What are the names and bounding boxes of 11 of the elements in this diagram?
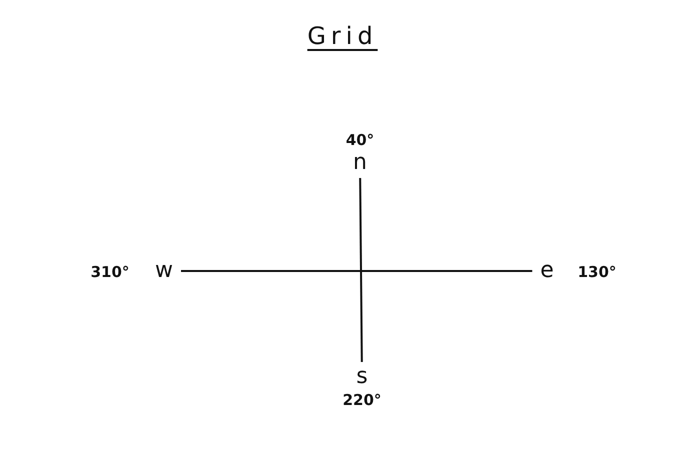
bearing-label: 220° xyxy=(342,392,382,408)
direction-label: s xyxy=(354,366,370,388)
grid-line xyxy=(181,270,532,272)
grid-line xyxy=(359,178,363,362)
direction-label: w xyxy=(153,260,175,282)
direction-label: e xyxy=(538,260,556,282)
bearing-label: 310° xyxy=(90,264,130,280)
bearing-label: 40° xyxy=(346,132,374,148)
title: Grid xyxy=(306,24,379,48)
bearing-label: 130° xyxy=(578,264,616,280)
direction-label: n xyxy=(351,152,369,174)
